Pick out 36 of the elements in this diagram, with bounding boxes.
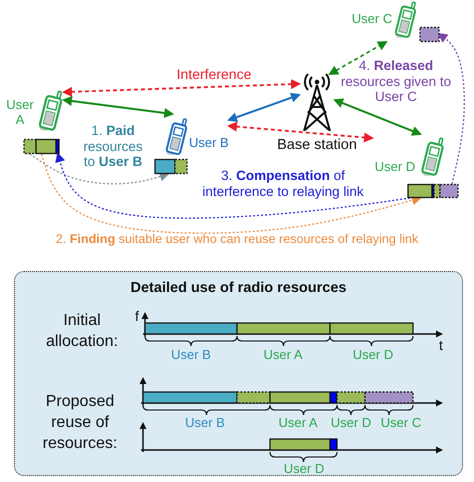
edge-label: Interference [176,66,252,82]
user-label: User C [380,416,422,431]
panel-background [14,271,463,476]
user-label: User A [5,98,35,128]
arrow [30,154,170,184]
user-label: User D [330,416,372,431]
user-label: User B [170,348,212,363]
user-label: User C [350,12,394,27]
axis-label: t [438,337,444,354]
user-label: User D [374,160,416,175]
user-label: User A [277,416,318,431]
edge-label: 1. Paid resources to User B [82,123,144,170]
user-label: User B [184,416,226,431]
resource-bar [155,159,187,174]
edge-label: 3. Compensation of interference to relaying link [201,168,365,200]
arrow [62,79,301,97]
row-label: Initial allocation: [44,311,120,352]
row-label: Proposed reuse of resources: [42,392,118,454]
arrow [328,41,388,75]
resource-bar [420,27,439,42]
arrow [227,122,374,142]
user-label: User B [189,136,230,151]
user-label: User A [262,348,304,363]
resource-bar [408,184,458,198]
arrow [227,92,301,122]
user-label: User D [352,348,394,363]
edge-label: 4. Released resources given to User C [340,58,452,105]
axis-label: f [134,308,140,324]
arrow [333,98,422,136]
edge-label: 2. Finding suitable user who can reuse resources of relaying link [54,232,420,246]
arrow [40,154,422,234]
resource-bar [24,139,59,154]
station-label: Base station [276,137,358,154]
arrow [62,96,174,118]
user-label: User D [282,462,326,477]
panel-heading: Detailed use of radio resources [130,280,348,297]
